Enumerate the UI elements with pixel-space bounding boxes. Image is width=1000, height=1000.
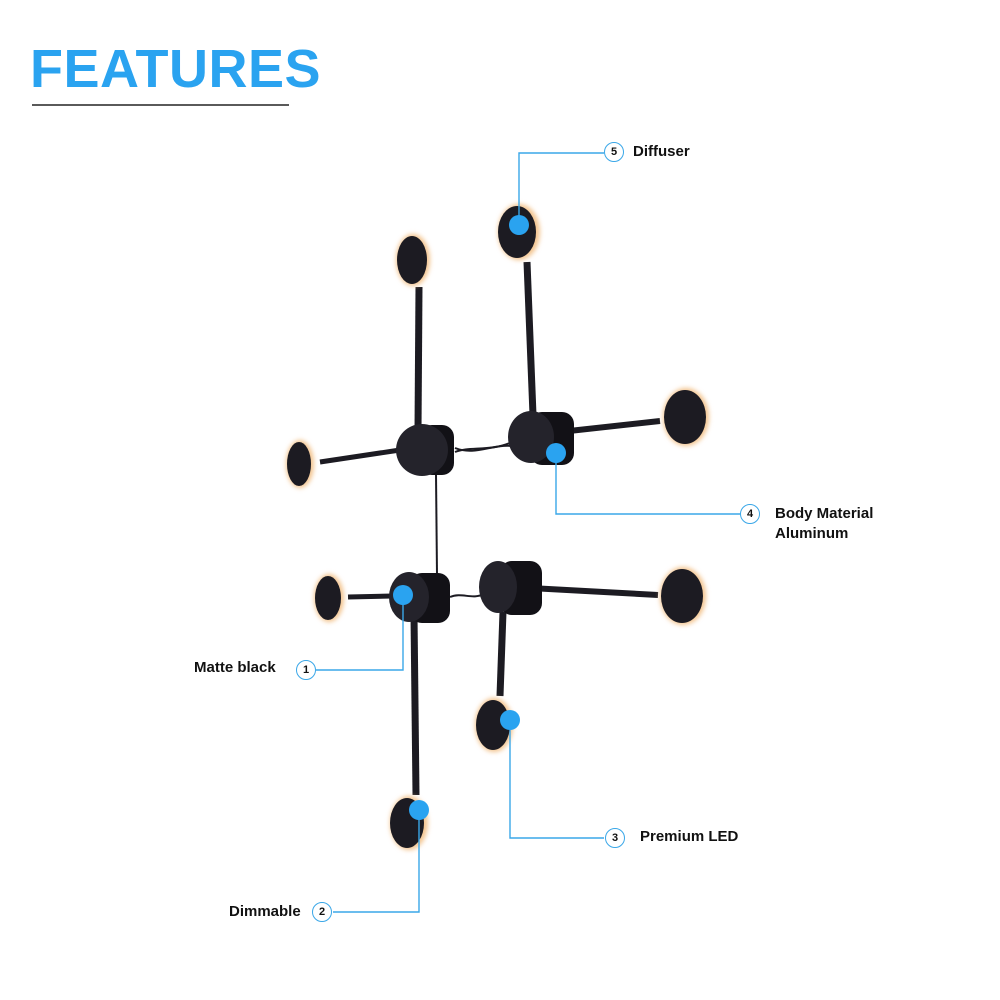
- title-underline: [32, 104, 289, 106]
- disc-top-left: [396, 234, 430, 286]
- disc-left-lower: [314, 574, 344, 622]
- callout-badge-2: 2: [312, 902, 332, 922]
- hotspot-5: [509, 215, 529, 235]
- page-title: FEATURES: [30, 39, 322, 99]
- callout-label-premium-led: Premium LED: [640, 828, 739, 845]
- disc-bottom-mid: [475, 698, 513, 752]
- callout-label-body-material: Body Material: [775, 505, 874, 522]
- hotspot-4: [546, 443, 566, 463]
- callout-badge-1: 1: [296, 660, 316, 680]
- disc-left-upper: [286, 440, 314, 488]
- fixture-arms: [319, 261, 661, 796]
- callout-label-matte-black: Matte black: [194, 659, 276, 676]
- callout-line-4: [555, 453, 740, 515]
- disc-right-upper: [663, 388, 709, 446]
- callout-dots: [393, 215, 566, 820]
- callout-badge-4: 4: [740, 504, 760, 524]
- callout-badge-5: 5: [604, 142, 624, 162]
- body-upper-right: [508, 411, 574, 465]
- callout-label-diffuser: Diffuser: [633, 143, 690, 160]
- body-lower-right: [479, 561, 542, 615]
- callout-line-1: [316, 596, 404, 671]
- hotspot-1: [393, 585, 413, 605]
- fixture-wires: [435, 441, 513, 598]
- callout-badge-3: 3: [605, 828, 625, 848]
- body-upper-left: [396, 424, 454, 476]
- callout-label-dimmable: Dimmable: [229, 903, 301, 920]
- hotspot-2: [409, 800, 429, 820]
- led-discs: [286, 204, 709, 850]
- callout-label-aluminum: Aluminum: [775, 525, 849, 542]
- fixture-bodies: [389, 411, 574, 623]
- callout-lines: [316, 152, 740, 913]
- hotspot-3: [500, 710, 520, 730]
- callout-line-5: [518, 152, 604, 224]
- disc-right-lower: [660, 567, 706, 625]
- callout-line-2: [333, 810, 420, 913]
- callout-line-3: [509, 720, 604, 839]
